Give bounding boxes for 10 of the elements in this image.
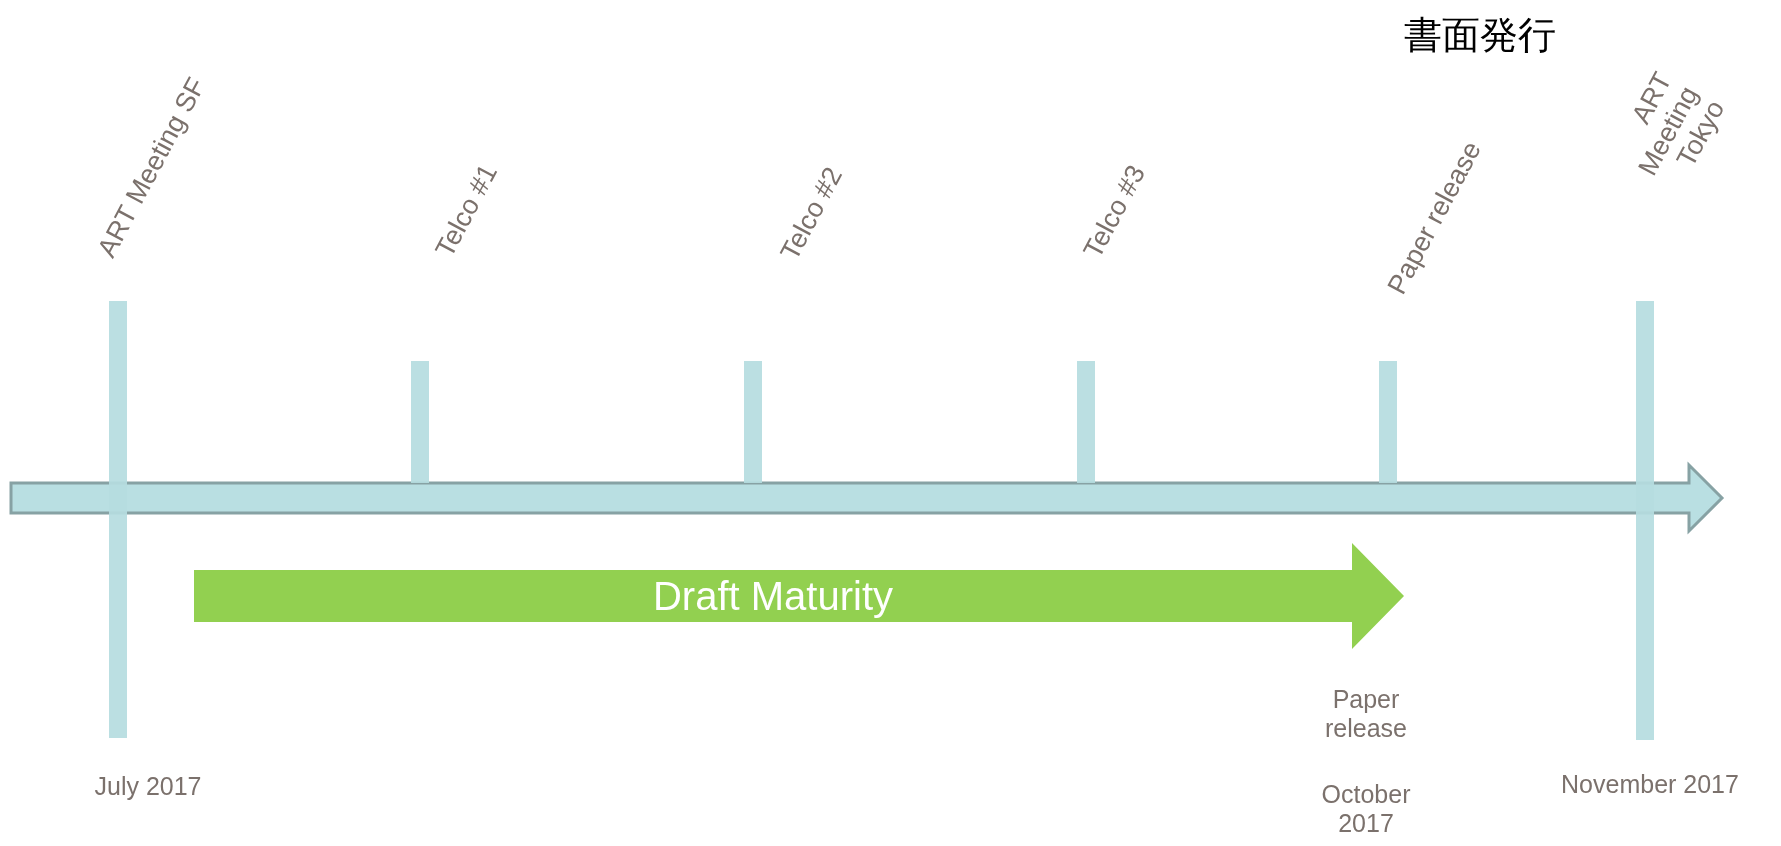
date-label: Paper release xyxy=(1324,685,1408,743)
arrow-shape xyxy=(194,543,1406,649)
milestone-label: Telco #3 xyxy=(1077,160,1152,263)
milestone-label: Telco #2 xyxy=(774,162,849,265)
milestone-label: Telco #1 xyxy=(429,159,504,262)
date-label: October 2017 xyxy=(1320,780,1412,838)
date-label: July 2017 xyxy=(94,772,202,801)
date-label: November 2017 xyxy=(1561,770,1739,799)
arrow-label: Draft Maturity xyxy=(651,573,894,620)
heading-text: 書面発行 xyxy=(1404,14,1556,56)
